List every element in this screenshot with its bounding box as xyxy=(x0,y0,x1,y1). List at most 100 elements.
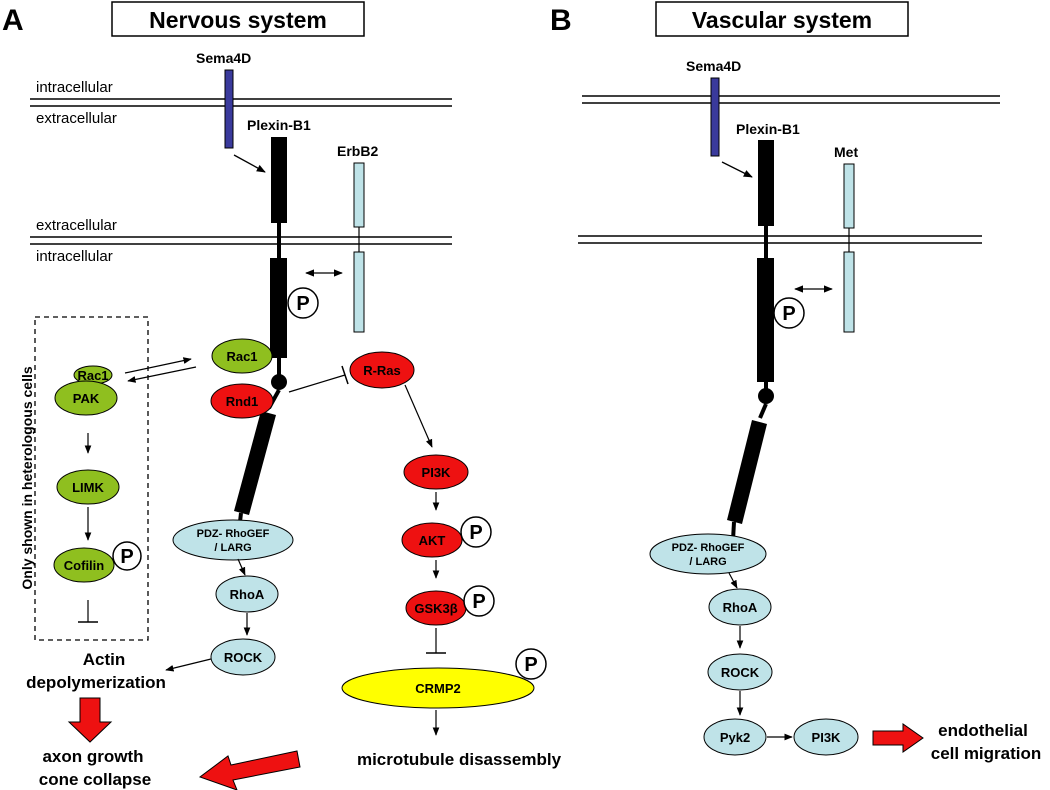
panel-a-erbb2-receptor xyxy=(353,162,365,333)
panel-b-plexin-phospho-label: P xyxy=(782,303,795,325)
panel-b-plexin-receptor xyxy=(727,140,774,541)
panel-b-letter: B xyxy=(550,4,572,37)
panel-a-plexin-label: Plexin-B1 xyxy=(247,117,311,133)
panel-a-actin-down-arrow xyxy=(67,697,113,743)
panel-a-sema4d-ligand xyxy=(224,69,234,149)
panel-a-akt-phospho xyxy=(460,516,492,548)
panel-a-microtubule-label: microtubule disassembly xyxy=(357,750,562,769)
panel-b-plexin-phospho xyxy=(773,297,805,329)
panel-a-gsk3b-inhibit xyxy=(426,628,446,654)
panel-a-side-label: Only shown in heterologous cells xyxy=(19,366,35,589)
panel-a-plexin-phospho xyxy=(287,287,319,319)
panel-b-pdz-rhoa-arrow xyxy=(728,572,738,589)
panel-b-title-box xyxy=(655,1,909,37)
panel-b-rock-node xyxy=(707,653,773,691)
panel-b-sema4d-ligand xyxy=(710,77,720,157)
panel-a-rras-label: R-Ras xyxy=(363,363,401,378)
panel-a-cofilin-phospho xyxy=(112,541,142,571)
panel-b-top-membrane xyxy=(582,95,1000,104)
panel-a-crmp2-phospho xyxy=(515,648,547,680)
panel-b-endothelial-label-2: cell migration xyxy=(931,744,1042,763)
panel-b-sema4d-arrow xyxy=(721,161,753,178)
panel-b-pi3k-node xyxy=(793,718,859,756)
panel-a-title-box xyxy=(111,1,365,37)
panel-b: B Vascular system Sema4D Plexin-B1 P Met xyxy=(550,1,1042,763)
panel-a-heterologous-box xyxy=(34,316,149,641)
panel-a-cofilin-inhibit xyxy=(78,600,98,623)
panel-b-title: Vascular system xyxy=(692,7,872,33)
panel-a-pdz-label-2: / LARG xyxy=(214,542,251,554)
panel-a-plexin-receptor xyxy=(234,137,287,523)
panel-a-axon-label-2: cone collapse xyxy=(39,770,151,789)
panel-b-pyk2-label: Pyk2 xyxy=(720,730,750,745)
panel-a-intracellular-top-label: intracellular xyxy=(36,79,113,96)
panel-b-pdz-label-2: / LARG xyxy=(689,556,726,568)
panel-a-gsk3b-label: GSK3β xyxy=(414,601,457,616)
panel-a-rhoa-node xyxy=(215,575,279,613)
panel-a-crmp2-node xyxy=(341,667,535,709)
panel-b-endothelial-label-1: endothelial xyxy=(938,721,1028,740)
panel-a-gsk3b-phospho xyxy=(463,585,495,617)
panel-a-extracellular-top-label: extracellular xyxy=(36,110,117,127)
panel-a: A Nervous system intracellular extracell… xyxy=(2,1,562,790)
panel-b-bottom-membrane xyxy=(578,235,982,244)
panel-b-met-label: Met xyxy=(834,144,858,160)
panel-a-plexin-phospho-label: P xyxy=(296,293,309,315)
panel-a-letter: A xyxy=(2,4,24,37)
panel-a-bottom-membrane xyxy=(30,236,452,245)
panel-a-rock-node xyxy=(210,638,276,676)
panel-a-limk-node xyxy=(56,469,120,505)
panel-b-met-receptor xyxy=(843,163,855,333)
panel-a-crmp2-label: CRMP2 xyxy=(415,681,461,696)
panel-a-rras-pi3k-arrow xyxy=(404,384,433,448)
panel-b-migration-arrow xyxy=(872,723,924,753)
panel-a-axon-label-1: axon growth xyxy=(42,747,143,766)
panel-b-rock-label: ROCK xyxy=(721,665,760,680)
panel-a-akt-node xyxy=(401,522,463,558)
panel-a-title: Nervous system xyxy=(149,7,327,33)
panel-a-microtubule-left-arrow xyxy=(198,750,301,790)
panel-a-cofilin-label: Cofilin xyxy=(64,558,104,573)
panel-b-pdz-rhogef-node xyxy=(649,533,767,575)
panel-a-erbb2-label: ErbB2 xyxy=(337,143,378,159)
panel-a-pdz-rhoa-arrow xyxy=(237,558,246,576)
panel-a-sema4d-label: Sema4D xyxy=(196,50,251,66)
panel-a-rock-label: ROCK xyxy=(224,650,263,665)
panel-a-pak-node xyxy=(54,380,118,416)
panel-a-pak-label: PAK xyxy=(73,391,100,406)
panel-a-actin-label-1: Actin xyxy=(83,650,126,669)
panel-a-limk-label: LIMK xyxy=(72,480,104,495)
panel-a-intracellular-bottom-label: intracellular xyxy=(36,248,113,265)
panel-a-rac1-forward-arrow xyxy=(124,357,192,374)
panel-b-pdz-label-1: PDZ- RhoGEF xyxy=(672,542,745,554)
panel-b-pi3k-label: PI3K xyxy=(812,730,842,745)
panel-a-cofilin-phospho-label: P xyxy=(120,546,133,568)
panel-b-sema4d-label: Sema4D xyxy=(686,58,741,74)
panel-a-rnd1-rras-inhibit xyxy=(288,365,349,393)
panel-b-rhoa-label: RhoA xyxy=(723,600,758,615)
panel-a-rhoa-label: RhoA xyxy=(230,587,265,602)
panel-a-rras-node xyxy=(349,351,415,389)
panel-b-plexin-label: Plexin-B1 xyxy=(736,121,800,137)
panel-a-actin-label-2: depolymerization xyxy=(26,673,166,692)
panel-b-rhoa-node xyxy=(708,588,772,626)
panel-a-akt-label: AKT xyxy=(419,533,446,548)
panel-a-rac1-label: Rac1 xyxy=(226,349,257,364)
panel-a-rac1-inset-label: Rac1 xyxy=(77,368,108,383)
panel-b-pyk2-node xyxy=(703,718,767,756)
panel-a-pdz-rhogef-node xyxy=(172,519,294,561)
panel-a-sema4d-arrow xyxy=(233,154,266,173)
panel-a-pi3k-label: PI3K xyxy=(422,465,452,480)
panel-a-pdz-label-1: PDZ- RhoGEF xyxy=(197,528,270,540)
panel-a-rac1-reverse-arrow xyxy=(127,366,197,383)
panel-a-rnd1-node xyxy=(210,383,274,419)
panel-a-rac1-node xyxy=(211,338,273,374)
panel-a-extracellular-bottom-label: extracellular xyxy=(36,217,117,234)
panel-a-crmp2-phospho-label: P xyxy=(524,654,537,676)
panel-a-akt-phospho-label: P xyxy=(469,522,482,544)
panel-a-gsk3b-phospho-label: P xyxy=(472,591,485,613)
panel-a-rnd1-label: Rnd1 xyxy=(226,394,259,409)
panel-a-pi3k-node xyxy=(403,454,469,490)
panel-a-rock-actin-arrow xyxy=(165,658,212,672)
